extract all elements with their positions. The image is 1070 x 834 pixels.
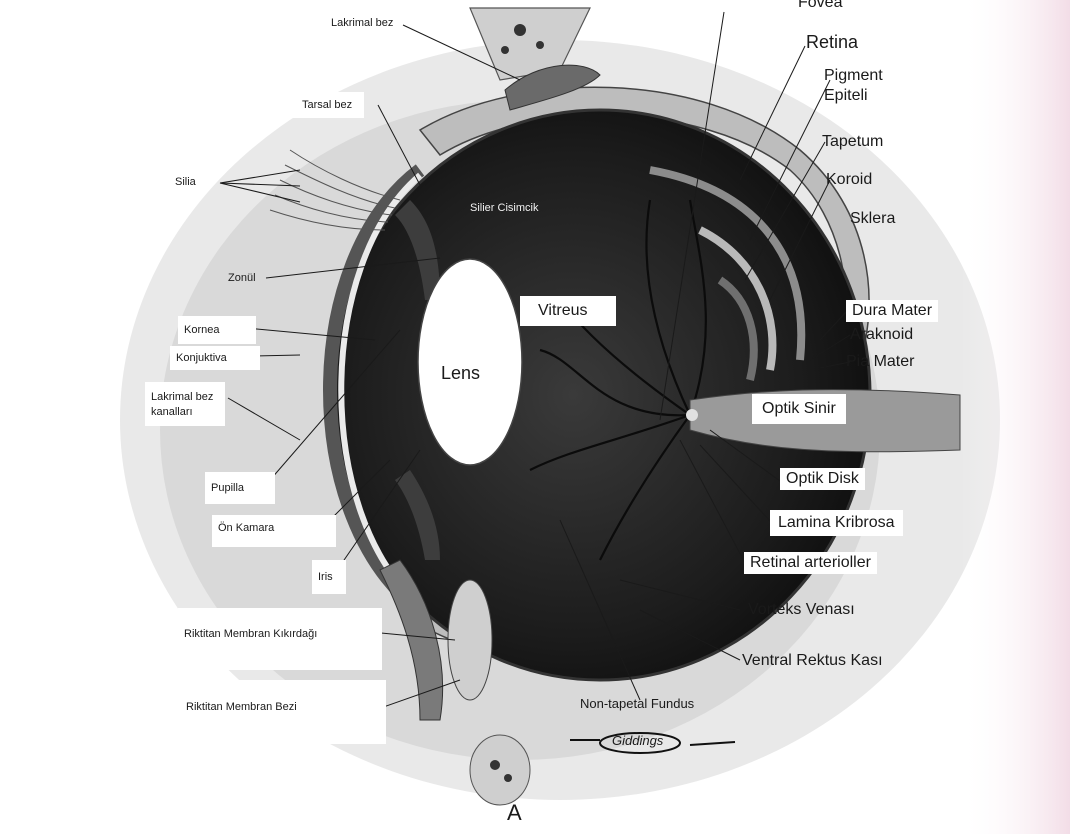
label-kikirdak: Riktitan Membran Kıkırdağı (178, 608, 382, 670)
label-pigment: Pigment Epiteli (824, 66, 904, 106)
label-zonul: Zonül (228, 272, 256, 284)
label-optik-disk: Optik Disk (780, 468, 865, 490)
label-dura: Dura Mater (846, 300, 938, 322)
label-pia: Pia Mater (846, 353, 914, 371)
label-lamina: Lamina Kribrosa (770, 510, 903, 536)
label-retina: Retina (806, 32, 858, 53)
label-kornea: Kornea (178, 316, 256, 344)
label-tapetum: Tapetum (822, 133, 883, 151)
label-lens: Lens (441, 363, 480, 384)
label-on-kamara: Ön Kamara (212, 515, 336, 547)
label-sklera: Sklera (850, 210, 895, 228)
label-iris: Iris (312, 560, 346, 594)
label-ventral: Ventral Rektus Kası (742, 652, 883, 670)
label-araknoid: Araknoid (850, 326, 913, 344)
label-tarsal-bez: Tarsal bez (290, 92, 364, 118)
label-konjuktiva: Konjuktiva (170, 346, 260, 370)
label-vitreus: Vitreus (520, 296, 616, 326)
label-vorteks: Vorteks Venası (748, 601, 855, 619)
label-silia: Silia (175, 176, 196, 188)
label-pupilla: Pupilla (205, 472, 275, 504)
lens-shape (418, 259, 522, 465)
label-optik-sinir: Optik Sinir (752, 394, 846, 424)
label-retinal-art: Retinal arterioller (744, 552, 877, 574)
signature: Giddings (612, 733, 663, 748)
label-bezi: Riktitan Membran Bezi (180, 680, 386, 744)
label-lakrimal-bez: Lakrimal bez (331, 17, 393, 29)
label-silier: Silier Cisimcik (470, 202, 538, 214)
label-koroid: Koroid (826, 171, 872, 189)
label-fovea: Fovea (798, 0, 842, 12)
label-lakrimal-kanal: Lakrimal bez kanalları (145, 382, 225, 426)
label-non-tapetal: Non-tapetal Fundus (580, 696, 694, 711)
figure-letter: A (507, 800, 522, 826)
